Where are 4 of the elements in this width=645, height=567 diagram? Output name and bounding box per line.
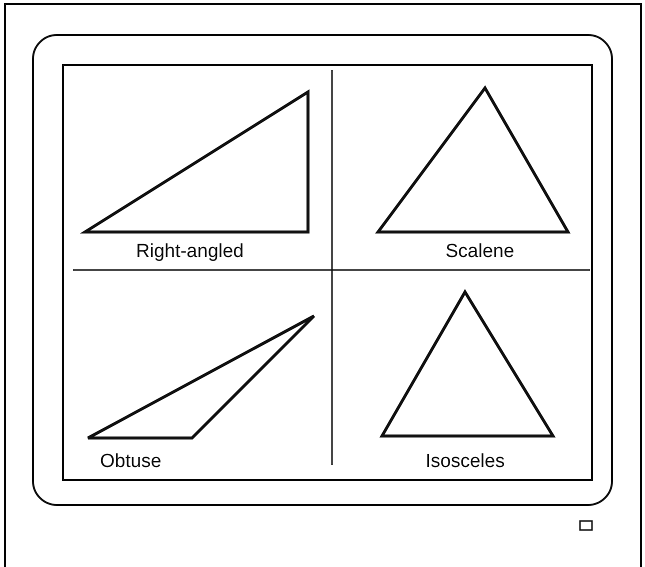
triangle-label: Right-angled <box>136 241 244 263</box>
triangle-label: Isosceles <box>426 451 505 473</box>
triangle-label: Obtuse <box>100 451 162 473</box>
triangle-label: Scalene <box>446 241 514 263</box>
